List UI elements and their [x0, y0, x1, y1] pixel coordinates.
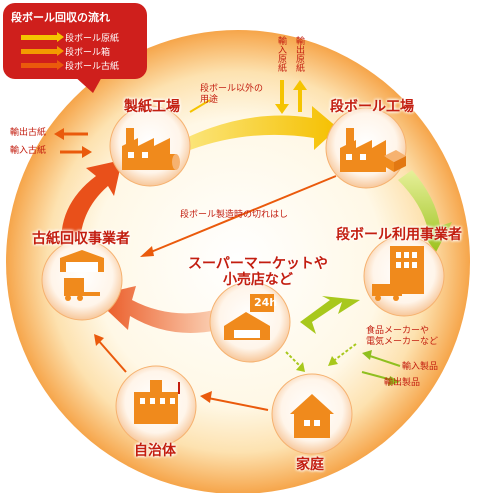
box-users-label: 段ボール利用事業者 — [336, 227, 462, 243]
store-waste-arrow — [92, 286, 218, 333]
box-factory-label: 段ボール工場 — [330, 99, 414, 115]
import-base-paper-label: 輸入原紙 — [276, 36, 286, 72]
paper-mill-node — [109, 105, 191, 187]
cardboard-box-icon — [384, 150, 406, 172]
municipality-to-collector-head — [94, 334, 104, 346]
legend-item-base-paper: 段ボール原紙 — [21, 31, 119, 44]
other-uses-arrow — [189, 99, 211, 113]
legend-label: 段ボール箱 — [65, 48, 111, 58]
export-base-paper-label: 輸出原紙 — [294, 36, 304, 72]
forklift-icon — [64, 278, 100, 301]
municipality-to-collector-arrow — [97, 339, 127, 373]
yellow-arrow-icon — [21, 32, 64, 42]
legend-item-waste: 段ボール古紙 — [21, 59, 119, 72]
import-products-label: 輸入製品 — [402, 362, 439, 372]
truck-icon — [372, 284, 402, 301]
box-users-node — [363, 235, 445, 317]
factory-icon — [122, 128, 170, 170]
box-factory-node — [325, 107, 407, 189]
legend-title: 段ボール回収の流れ — [11, 11, 110, 24]
export-base-paper-head — [293, 80, 307, 90]
makers-label: 食品メーカーや 電気メーカーなど — [366, 326, 439, 347]
export-waste-label: 輸出古紙 — [10, 128, 47, 138]
import-products-head — [362, 350, 372, 360]
box-to-store-arrow — [300, 296, 360, 334]
export-waste-head — [54, 128, 64, 140]
makers-to-home-head — [328, 356, 338, 366]
house-icon — [290, 394, 334, 438]
legend-pointer — [73, 75, 103, 93]
paper-roll-icon — [164, 154, 180, 170]
city-hall-icon — [134, 380, 180, 424]
supermarket-label: スーパーマーケットや 小売店など — [188, 256, 328, 288]
open-24h-badge: 24h — [254, 296, 278, 309]
supermarket-node — [209, 281, 291, 363]
store-icon — [224, 294, 274, 340]
legend-item-box: 段ボール箱 — [21, 45, 110, 58]
import-base-paper-head — [275, 104, 289, 114]
store-to-home-head — [296, 362, 305, 372]
home-to-municipality-head — [200, 391, 212, 403]
legend: 段ボール回収の流れ 段ボール原紙 段ボール箱 段ボール古紙 — [3, 3, 147, 93]
scrap-label: 段ボール製造時の切れはし — [180, 210, 289, 220]
municipality-node — [115, 365, 197, 447]
export-products-head — [388, 376, 400, 386]
import-waste-head — [82, 146, 92, 158]
store-to-home-arrow — [285, 351, 303, 369]
warehouse-icon — [60, 250, 104, 272]
office-building-icon — [390, 246, 424, 294]
home-node — [271, 373, 353, 455]
import-waste-label: 輸入古紙 — [10, 146, 47, 156]
paper-mill-label: 製紙工場 — [124, 99, 180, 115]
orange-arrow-icon — [21, 46, 64, 56]
scrap-arrow-head — [140, 246, 154, 257]
legend-label: 段ボール古紙 — [65, 62, 120, 72]
base-paper-arrow — [186, 106, 338, 150]
red-arrow-icon — [21, 60, 64, 70]
factory-icon — [340, 128, 386, 172]
home-label: 家庭 — [296, 457, 324, 473]
scrap-arrow — [145, 175, 337, 255]
collector-label: 古紙回収事業者 — [32, 231, 130, 247]
collector-node — [41, 239, 123, 321]
collector-to-mill-arrow — [61, 160, 122, 252]
makers-to-home-arrow — [331, 343, 357, 363]
legend-label: 段ボール原紙 — [65, 34, 120, 44]
home-to-municipality-arrow — [207, 397, 269, 411]
municipality-label: 自治体 — [134, 443, 176, 459]
export-products-arrow — [361, 371, 393, 381]
other-uses-label: 段ボール以外の 用途 — [200, 84, 264, 105]
box-delivery-arrow — [398, 170, 452, 252]
import-products-arrow — [369, 355, 401, 367]
export-products-label: 輸出製品 — [384, 378, 421, 388]
